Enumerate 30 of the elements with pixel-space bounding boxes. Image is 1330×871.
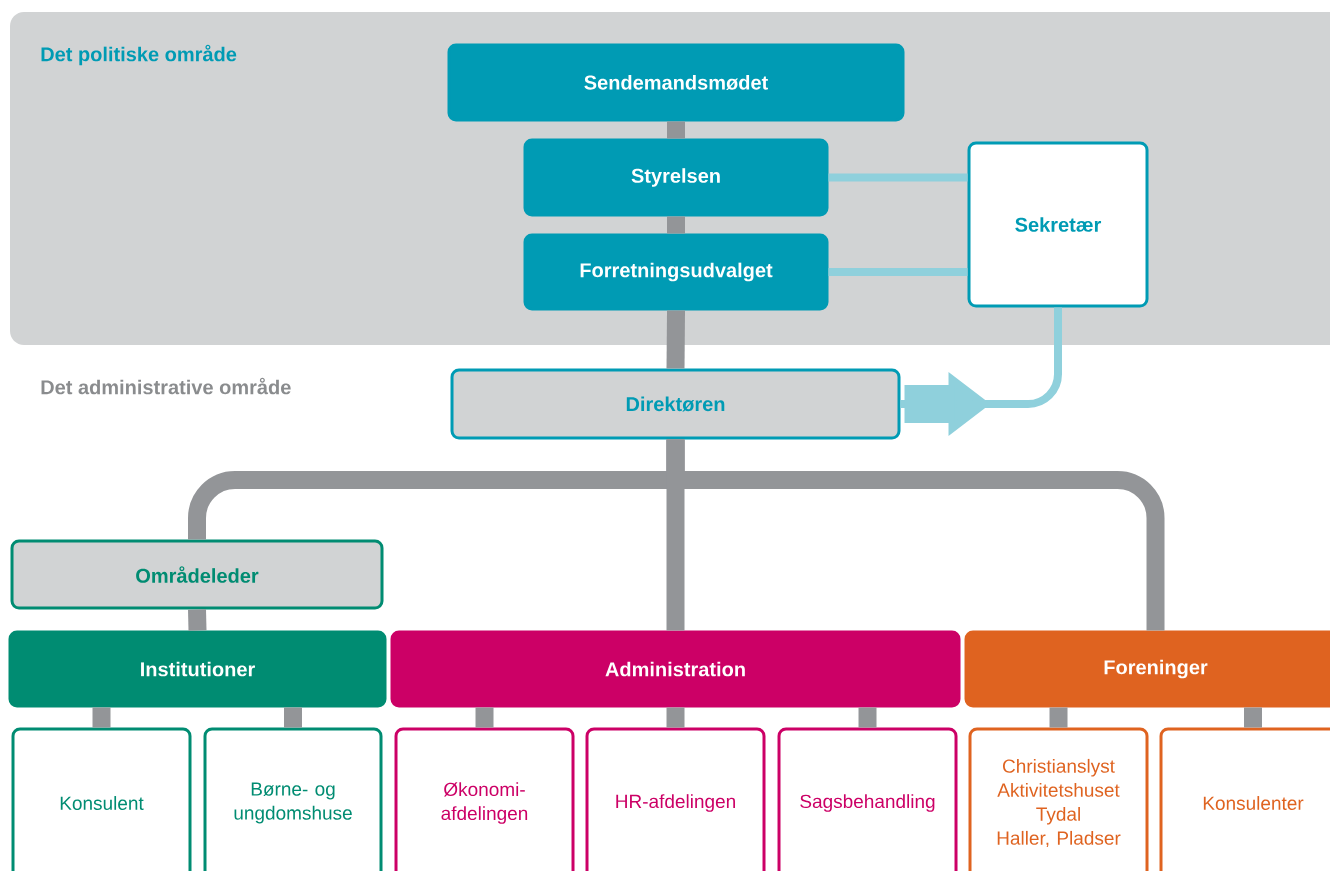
section-heading: Det politiske område [41,44,237,66]
section-heading: Det administrative område [41,377,291,395]
org-box: Forretningsudvalget [523,233,829,311]
connector-line [92,707,111,728]
connector-line [475,707,494,728]
org-box: Økonomi- afdelingen [394,727,575,871]
org-box: Administration [390,630,961,708]
org-box: Sagsbehandling [777,727,958,871]
org-box: Christianslyst Aktivitetshuset Tydal Haller, Pladser [968,727,1149,871]
org-box: Direktøren [450,368,901,440]
org-box: HR-afdelingen [585,727,766,871]
org-box: Institutioner [8,630,387,708]
connector-line [858,707,877,728]
connector-line [188,609,207,631]
connector-line [1244,707,1262,728]
org-box: Områdeleder [10,539,384,610]
org-box: Konsulent [11,727,192,871]
org-box: Børne- og ungdomshuse [203,727,383,871]
connector-line [666,310,685,369]
org-box: Konsulenter [1159,727,1330,871]
connector-line [666,439,1165,631]
connector-line [667,121,685,139]
org-box: Sendemandsmødet [447,43,905,122]
connector-line [667,216,685,234]
connector-line [1049,707,1068,728]
connector-line [666,707,685,728]
connector-line [284,707,302,728]
org-box: Styrelsen [523,138,829,217]
org-box: Sekretær [967,141,1149,308]
org-box: Foreninger [964,630,1330,708]
